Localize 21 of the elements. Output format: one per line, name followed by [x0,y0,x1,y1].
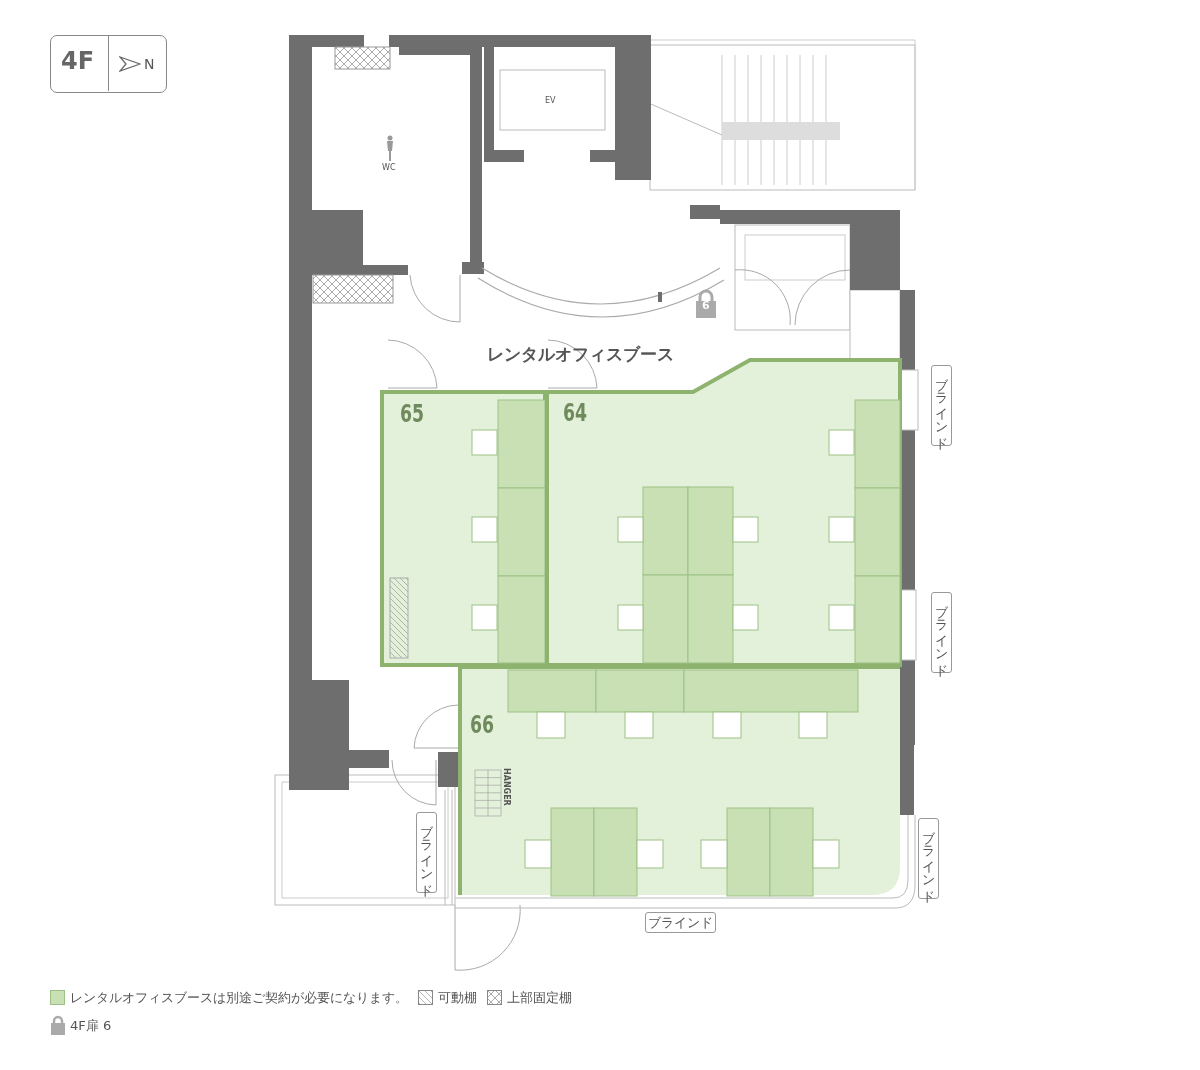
legend-text: 4F扉 6 [70,1017,112,1035]
legend-text: 上部固定棚 [507,989,572,1007]
floor-number: 4F [61,47,95,75]
room-number: 65 [400,400,425,428]
door-number: 6 [702,299,710,312]
office-booth [380,390,547,667]
blind-label: ブラインド [645,912,716,933]
room-name: WC [382,163,396,172]
legend-text: 可動棚 [438,989,477,1007]
blind-label: ブラインド [416,812,437,893]
blind-label: ブラインド [918,818,939,899]
room-number: 64 [563,399,588,427]
blind-label: ブラインド [931,592,952,673]
legend-text: レンタルオフィスブースは別途ご契約が必要になります。 [70,989,408,1007]
area-label: レンタルオフィスブース [487,343,674,366]
blind-label: ブラインド [931,365,952,446]
room-name: EV [545,96,556,105]
compass-direction: N [144,56,155,72]
office-booth [458,665,902,897]
hanger-label: HANGER [502,768,511,806]
room-number: 66 [470,711,495,739]
